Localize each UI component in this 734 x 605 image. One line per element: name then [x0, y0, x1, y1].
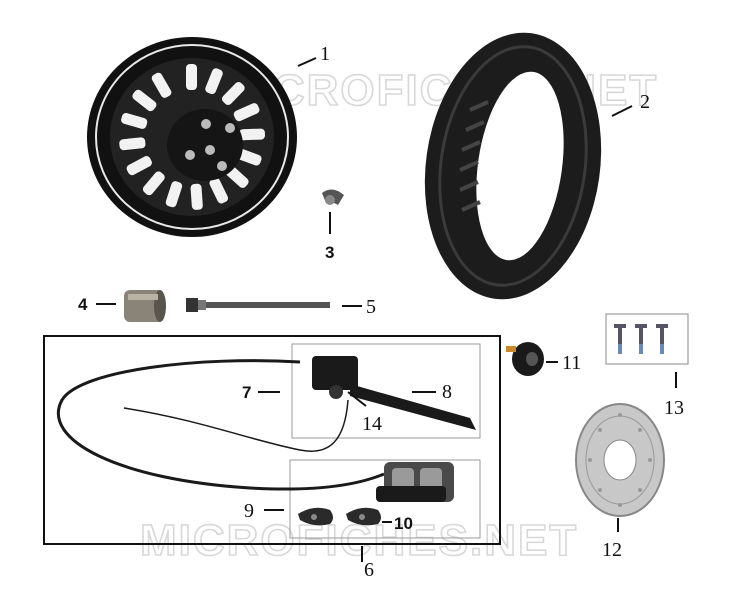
part-disc-bolts[interactable] [605, 313, 689, 365]
caliper-box [289, 459, 481, 539]
callout-5: 5 [366, 296, 376, 318]
leader-lines [96, 57, 677, 562]
part-brake-pads[interactable] [298, 507, 381, 526]
callout-12: 12 [602, 539, 622, 561]
part-brake-disc[interactable] [575, 403, 665, 517]
callout-6: 6 [364, 559, 374, 581]
part-spacer[interactable] [124, 290, 166, 322]
part-caliper[interactable] [376, 462, 454, 502]
callout-2: 2 [640, 91, 650, 113]
callout-13: 13 [664, 397, 684, 419]
callout-7: 7 [242, 383, 251, 402]
callout-1: 1 [320, 43, 330, 65]
part-axle[interactable] [186, 298, 330, 312]
callout-9: 9 [244, 500, 254, 522]
part-valve[interactable] [322, 189, 344, 205]
callout-3: 3 [325, 243, 334, 262]
part-switch-wire[interactable] [123, 399, 349, 452]
callout-8: 8 [442, 381, 452, 403]
callout-4: 4 [78, 295, 88, 314]
brake-assembly-frame [43, 335, 501, 545]
master-cylinder-box [291, 343, 481, 439]
part-brake-hose[interactable] [56, 359, 385, 491]
callout-11: 11 [562, 352, 581, 374]
part-rim[interactable] [87, 37, 297, 237]
part-tire[interactable] [408, 21, 618, 311]
part-master-cylinder[interactable] [312, 356, 476, 430]
callout-10: 10 [394, 514, 413, 533]
callout-14: 14 [362, 413, 382, 435]
part-speedo-drive[interactable] [506, 342, 544, 376]
